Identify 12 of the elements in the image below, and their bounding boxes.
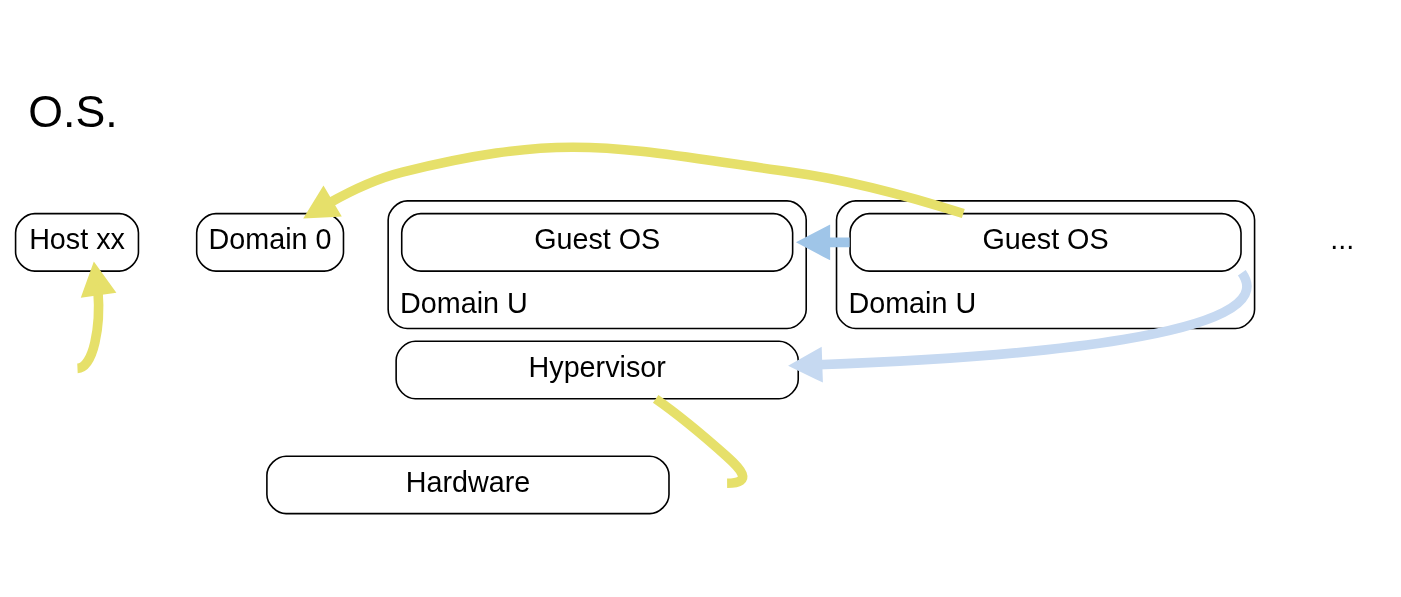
connector — [652, 394, 748, 488]
node-box: Guest OS — [849, 212, 1242, 272]
node-box: Host xx — [14, 212, 140, 272]
node-box: Hardware — [266, 454, 670, 514]
node-box: Hypervisor — [395, 340, 800, 400]
diagram-title: O.S. — [28, 86, 118, 136]
arrow — [303, 142, 965, 219]
label: ... — [1330, 222, 1355, 255]
node-box: Guest OS — [400, 212, 794, 272]
arrow — [795, 223, 850, 260]
node-box: Domain 0 — [195, 212, 345, 272]
arrow — [76, 260, 117, 373]
